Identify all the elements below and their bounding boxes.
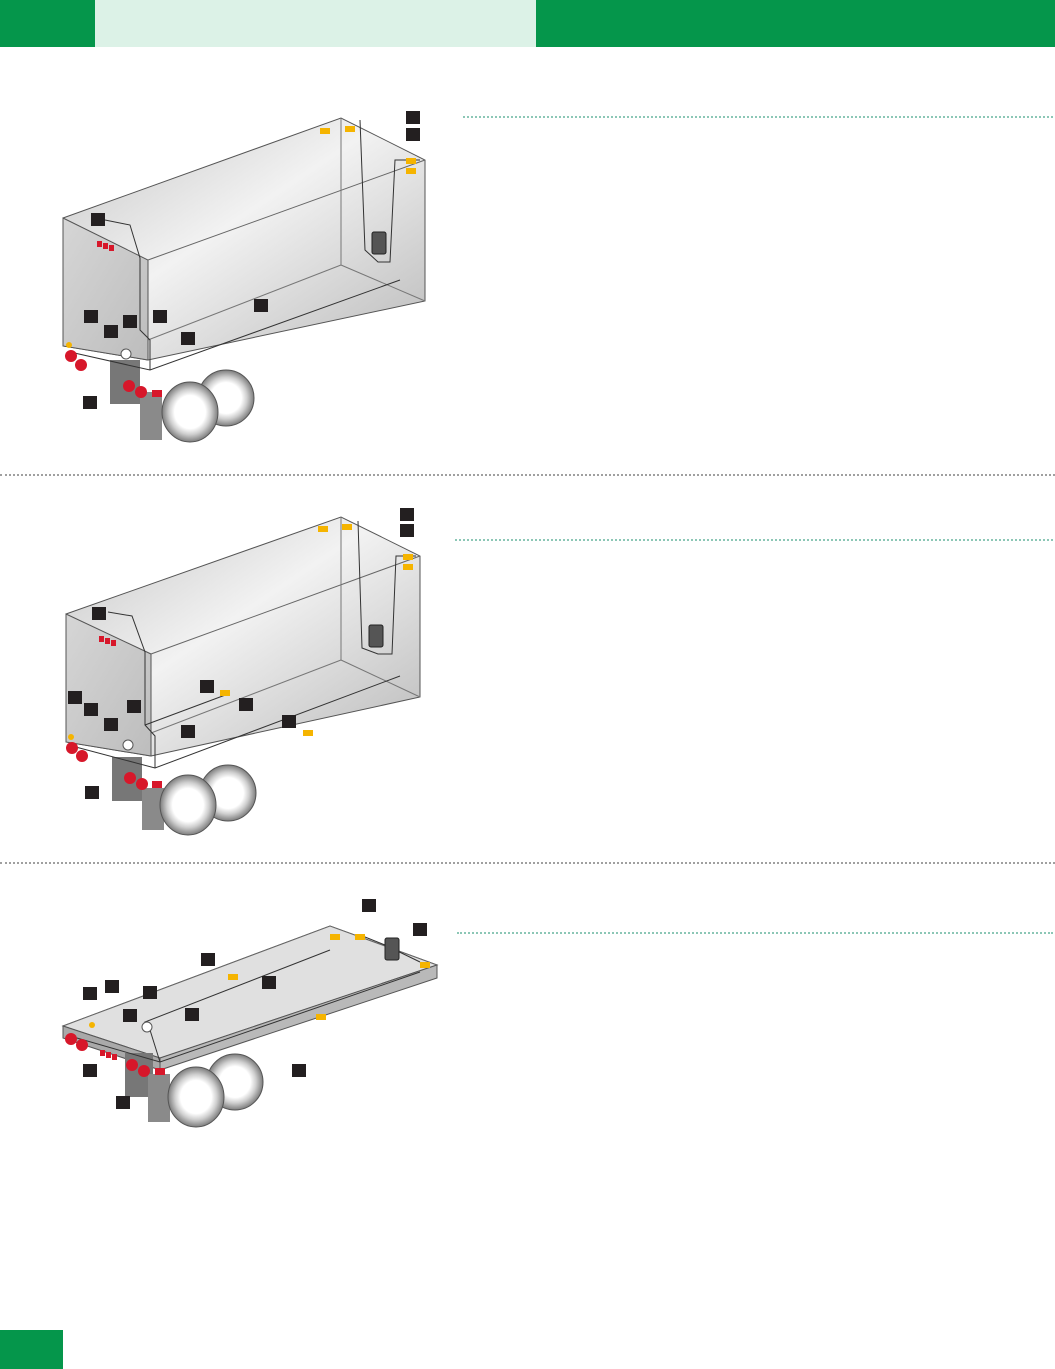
callout-marker (123, 315, 137, 328)
footer-page-tab (0, 1330, 63, 1369)
van-trailer-side-markers-diagram (65, 508, 421, 836)
callout-marker (185, 1008, 199, 1021)
header-left-tab (0, 0, 95, 47)
section-divider-1 (0, 474, 1055, 476)
callout-marker (239, 698, 253, 711)
callout-marker (83, 1064, 97, 1077)
callout-marker (84, 703, 98, 716)
callout-marker (68, 691, 82, 704)
callout-marker (181, 725, 195, 738)
van-rear-lights (65, 241, 162, 398)
callout-marker (84, 310, 98, 323)
callout-marker (406, 111, 420, 124)
callout-marker (292, 1064, 306, 1077)
header-title-bar (95, 0, 536, 47)
van-junction-box (371, 231, 387, 255)
van-callouts (83, 111, 420, 409)
callout-marker (153, 310, 167, 323)
callout-marker (282, 715, 296, 728)
flatbed-trailer-diagram (61, 899, 439, 1128)
van-amber-markers (320, 126, 416, 174)
callout-marker (127, 700, 141, 713)
callout-marker (406, 128, 420, 141)
van-box (62, 117, 426, 361)
callout-marker (123, 1009, 137, 1022)
callout-marker (400, 524, 414, 537)
callout-marker (362, 899, 376, 912)
section-2-rule (455, 539, 1053, 541)
callout-marker (91, 213, 105, 226)
header-right-bar (536, 0, 1055, 47)
callout-marker (200, 680, 214, 693)
callout-marker (201, 953, 215, 966)
callout-marker (413, 923, 427, 936)
section-3-rule (457, 932, 1053, 934)
callout-marker (143, 986, 157, 999)
callout-marker (92, 607, 106, 620)
callout-marker (83, 987, 97, 1000)
section-divider-2 (0, 862, 1055, 864)
van-wheels (110, 360, 255, 443)
section-1-rule (463, 116, 1053, 118)
callout-marker (104, 325, 118, 338)
callout-marker (262, 976, 276, 989)
callout-marker (400, 508, 414, 521)
callout-marker (83, 396, 97, 409)
callout-marker (254, 299, 268, 312)
van-wiring (69, 119, 420, 371)
callout-marker (181, 332, 195, 345)
callout-marker (104, 718, 118, 731)
callout-marker (85, 786, 99, 799)
callout-marker (105, 980, 119, 993)
callout-marker (116, 1096, 130, 1109)
